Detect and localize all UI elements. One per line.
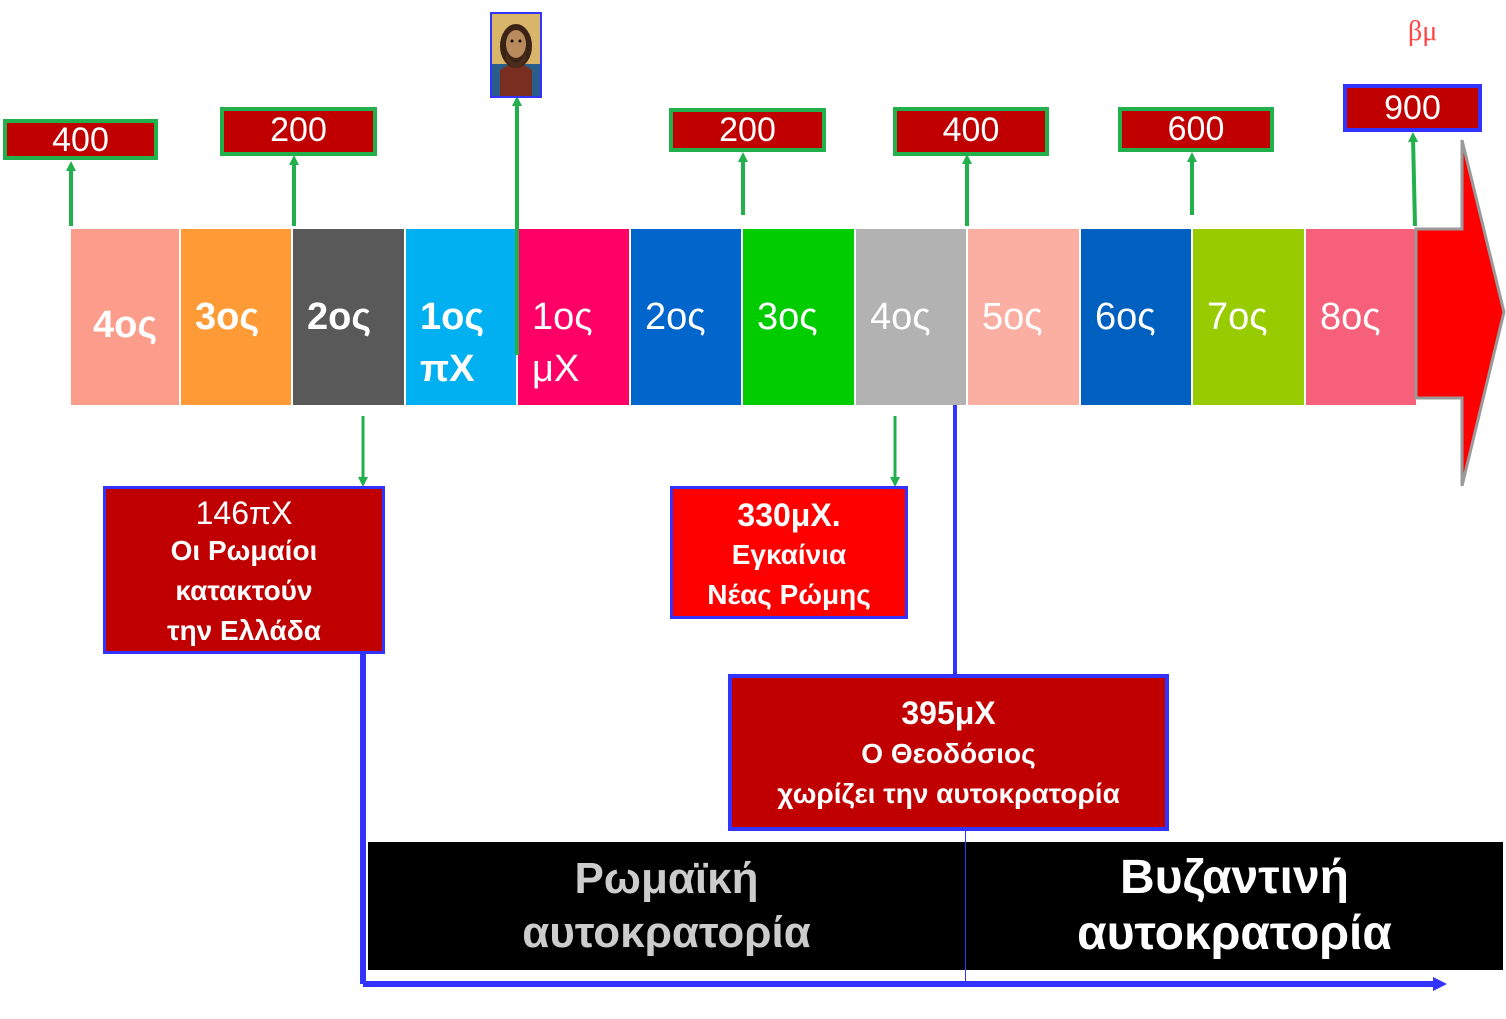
- empire-divider: [965, 830, 966, 984]
- century-label: 3ος: [195, 296, 260, 338]
- empire-subtitle: αυτοκρατορία: [1077, 907, 1392, 960]
- roman-empire-band: Ρωμαϊκή αυτοκρατορία: [368, 842, 965, 970]
- christ-icon: [490, 12, 542, 98]
- empire-title: Ρωμαϊκή: [574, 854, 759, 903]
- century-label: 5ος: [982, 296, 1043, 338]
- event-text-line: Εγκαίνια: [731, 539, 847, 570]
- century-label: 2ος: [307, 296, 372, 338]
- year-box-400-bc: 400: [3, 119, 158, 160]
- empire-subtitle: αυτοκρατορία: [522, 908, 811, 957]
- century-label: 3ος: [757, 296, 818, 338]
- century-7-ad: 7ος: [1193, 229, 1304, 405]
- byzantine-empire-band: Βυζαντινή αυτοκρατορία: [966, 842, 1503, 970]
- year-box-900-ad: 900: [1343, 84, 1482, 132]
- century-label: 7ος: [1207, 296, 1268, 338]
- event-text-line: χωρίζει την αυτοκρατορία: [777, 778, 1120, 809]
- century-8-ad: 8ος: [1306, 229, 1416, 405]
- year-box-200-bc: 200: [220, 107, 377, 156]
- century-1-bc: 1ος πΧ: [406, 229, 516, 405]
- event-text-line: Οι Ρωμαίοι: [170, 535, 318, 566]
- century-label: 4ος: [870, 296, 931, 338]
- century-5-ad: 5ος: [968, 229, 1079, 405]
- event-146-bc: 146πΧ Οι Ρωμαίοι κατακτούν την Ελλάδα: [103, 486, 385, 654]
- century-2-bc: 2ος: [293, 229, 404, 405]
- century-label: 1ος: [420, 296, 485, 338]
- century-label: 4ος: [93, 304, 158, 346]
- timeline-arrow-head: [1414, 139, 1506, 487]
- year-box-200-ad: 200: [669, 108, 826, 152]
- century-3-ad: 3ος: [743, 229, 854, 405]
- event-date: 395μΧ: [901, 695, 996, 731]
- century-sublabel: μΧ: [532, 348, 580, 390]
- century-label: 2ος: [645, 296, 706, 338]
- event-text-line: κατακτούν: [175, 575, 313, 606]
- century-1-ad: 1ος μΧ: [518, 229, 629, 405]
- empire-title: Βυζαντινή: [1120, 851, 1349, 904]
- century-6-ad: 6ος: [1081, 229, 1191, 405]
- year-box-600-ad: 600: [1118, 107, 1274, 152]
- century-label: 1ος: [532, 296, 593, 338]
- event-text-line: Νέας Ρώμης: [707, 579, 871, 610]
- century-label: 8ος: [1320, 296, 1381, 338]
- event-date: 146πΧ: [195, 495, 293, 531]
- event-text-line: την Ελλάδα: [167, 615, 321, 646]
- event-395-ad: 395μΧ Ο Θεοδόσιος χωρίζει την αυτοκρατορ…: [728, 674, 1169, 831]
- event-330-ad: 330μΧ. Εγκαίνια Νέας Ρώμης: [670, 486, 908, 619]
- century-4-ad: 4ος: [856, 229, 966, 405]
- corner-mark: βμ: [1408, 16, 1438, 47]
- century-2-ad: 2ος: [631, 229, 741, 405]
- event-text-line: Ο Θεοδόσιος: [861, 738, 1036, 769]
- century-sublabel: πΧ: [420, 348, 475, 390]
- year-box-400-ad: 400: [893, 107, 1049, 156]
- event-date: 330μΧ.: [737, 497, 841, 533]
- century-label: 6ος: [1095, 296, 1156, 338]
- century-3-bc: 3ος: [181, 229, 291, 405]
- century-4-bc: 4ος: [71, 229, 179, 405]
